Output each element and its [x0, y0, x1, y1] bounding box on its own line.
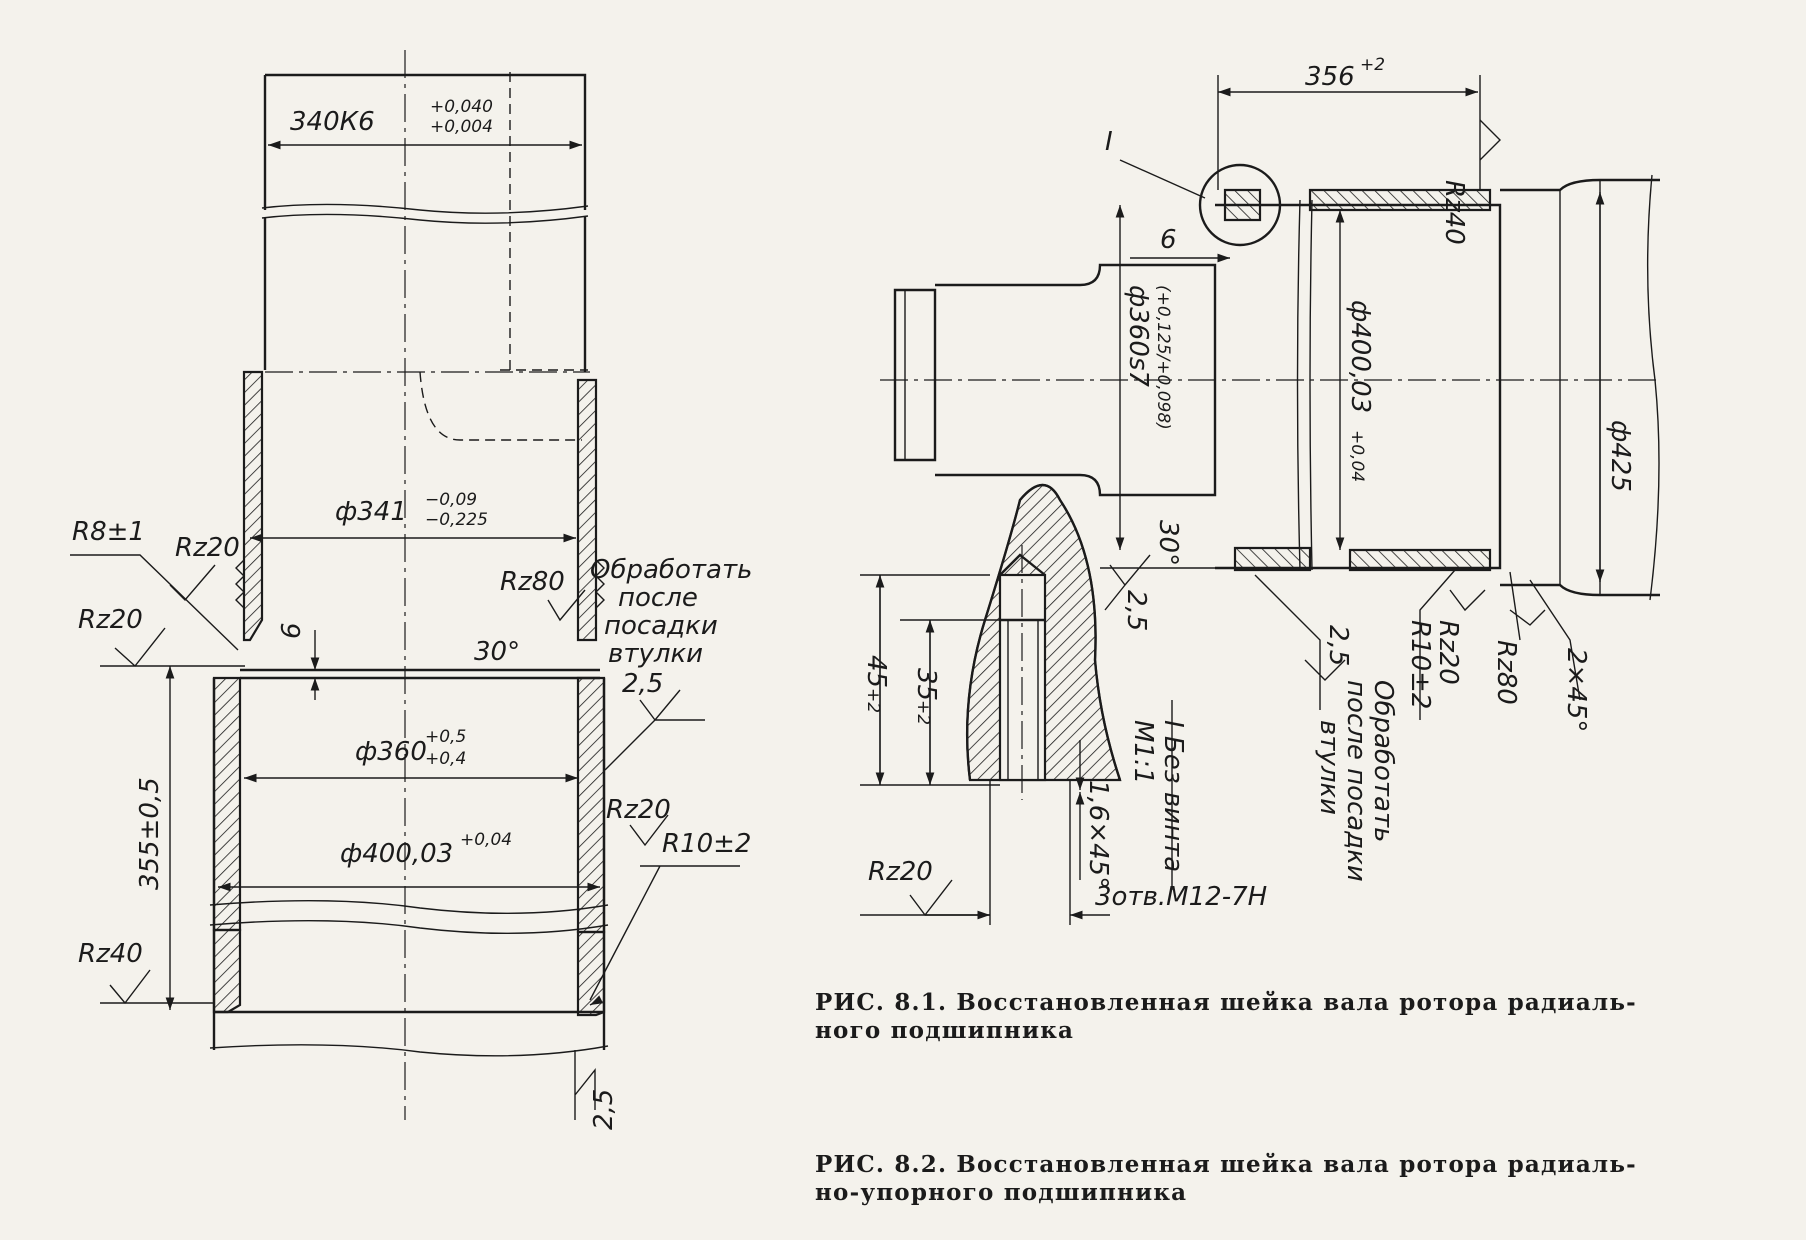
dim-360s-label: ф360s7: [1123, 285, 1153, 387]
figure-8-2: I 356 +2 Rz40 6 ф360s7 (+0,125/+0,098) ф…: [880, 55, 1660, 882]
dim-341-label: ф341: [335, 497, 407, 527]
dim-400-tol: +0,04: [460, 830, 512, 850]
detail-holes: 3отв.М12-7Н: [1095, 882, 1267, 912]
rough-25a-fig2: 2,5: [1121, 590, 1151, 631]
dim-341-upper: −0,09: [425, 490, 477, 510]
rough-25b-fig2: 2,5: [1323, 625, 1353, 666]
note-fig2-line-3: втулки: [1314, 720, 1344, 815]
note-fig2-line-2: после посадки: [1341, 680, 1371, 882]
figure-8-1: 340К6 +0,040 +0,004 ф341 −0,09 −0,225 R8…: [70, 50, 752, 1130]
dim-340-lower: +0,004: [430, 117, 493, 137]
note-line-4: втулки: [608, 639, 703, 669]
caption-fig1-line2: ного подшипника: [815, 1017, 1074, 1044]
rz80-label: Rz80: [500, 567, 565, 597]
dim-35-label: 35: [911, 668, 941, 701]
note-fig2-line-1: Обработать: [1368, 680, 1398, 842]
dim-355-label: 355±0,5: [135, 777, 165, 890]
dim-400-label-fig2: ф400,03: [1345, 300, 1375, 413]
dim-360-lower: +0,4: [425, 749, 466, 769]
rz40-label-fig2: Rz40: [1439, 180, 1469, 245]
caption-fig1-line1: РИС. 8.1. Восстановленная шейка вала рот…: [815, 989, 1637, 1016]
detail-rz20: Rz20: [868, 857, 933, 887]
rz20-c-label: Rz20: [606, 795, 671, 825]
rough-25-b: 2,5: [589, 1089, 619, 1130]
r10-label: R10±2: [662, 829, 751, 859]
dim-341-lower: −0,225: [425, 510, 488, 530]
rz40-label: Rz40: [78, 939, 143, 969]
dim-340-upper: +0,040: [430, 97, 493, 117]
dim-356-tol: +2: [1360, 55, 1385, 75]
detail-scale: М1:1: [1128, 720, 1158, 784]
dim-425-label: ф425: [1605, 420, 1635, 492]
captions: РИС. 8.1. Восстановленная шейка вала рот…: [815, 989, 1637, 1206]
rough-25-a: 2,5: [622, 669, 663, 699]
angle-label: 30°: [474, 637, 520, 667]
six-label: 6: [277, 622, 307, 639]
dim-45-tol: +2: [863, 688, 883, 713]
view-mark: I: [1105, 127, 1113, 157]
detail-title: I Без винта: [1158, 720, 1188, 872]
dim-360s-tol: (+0,125/+0,098): [1153, 285, 1173, 430]
note-line-1: Обработать: [590, 555, 752, 585]
rz20-a-label: Rz20: [175, 533, 240, 563]
caption-fig2-line1: РИС. 8.2. Восстановленная шейка вала рот…: [815, 1151, 1637, 1178]
detail-view: 45 +2 35 +2 1,6×45° I Без винта М1:1 Rz2…: [860, 483, 1267, 925]
dim-360-label: ф360: [355, 737, 427, 767]
six-label-fig2: 6: [1160, 225, 1177, 255]
dim-400-label: ф400,03: [340, 839, 453, 869]
rz80-label-fig2: Rz80: [1491, 640, 1521, 705]
caption-fig2-line2: но-упорного подшипника: [815, 1179, 1187, 1206]
note-line-2: после: [618, 583, 698, 613]
rz20-b-label: Rz20: [78, 605, 143, 635]
note-line-3: посадки: [604, 611, 718, 641]
detail-chamfer: 1,6×45°: [1083, 780, 1113, 889]
dim-400-tol-fig2: +0,04: [1347, 430, 1367, 482]
dim-360-upper: +0,5: [425, 727, 466, 747]
angle-label-fig2: 30°: [1153, 520, 1183, 566]
dim-340-label: 340К6: [290, 107, 375, 137]
chamfer-fig2: 2×45°: [1561, 648, 1591, 732]
dim-45-label: 45: [861, 655, 891, 688]
r10-label-fig2: R10±2: [1405, 620, 1435, 709]
dim-35-tol: +2: [913, 700, 933, 725]
r8-label: R8±1: [72, 517, 145, 547]
dim-356-label: 356: [1305, 62, 1355, 92]
rz20-label-fig2: Rz20: [1433, 620, 1463, 685]
